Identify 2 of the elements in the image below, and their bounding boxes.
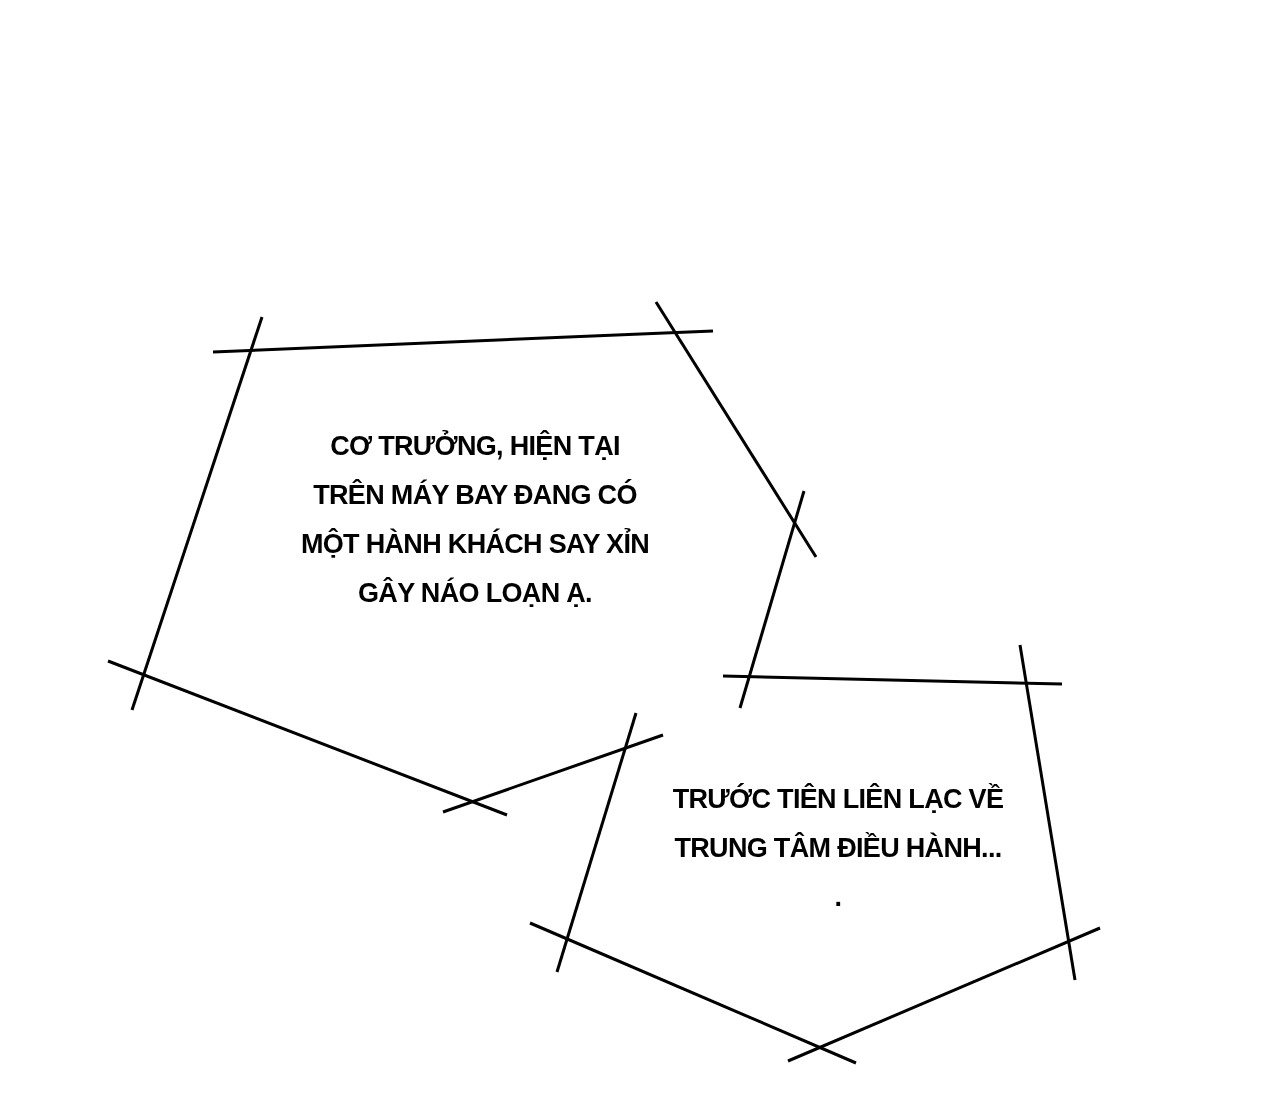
dialogue-text: CƠ TRƯỞNG, HIỆN TẠI TRÊN MÁY BAY ĐANG CÓ MỘT HÀNH KHÁCH SAY XỈN GÂY NÁO LOẠN Ạ. [299,429,651,610]
dialogue-text: TRƯỚC TIÊN LIÊN LẠC VỀ TRUNG TÂM ĐIỀU HÀNH... . [671,782,1005,914]
